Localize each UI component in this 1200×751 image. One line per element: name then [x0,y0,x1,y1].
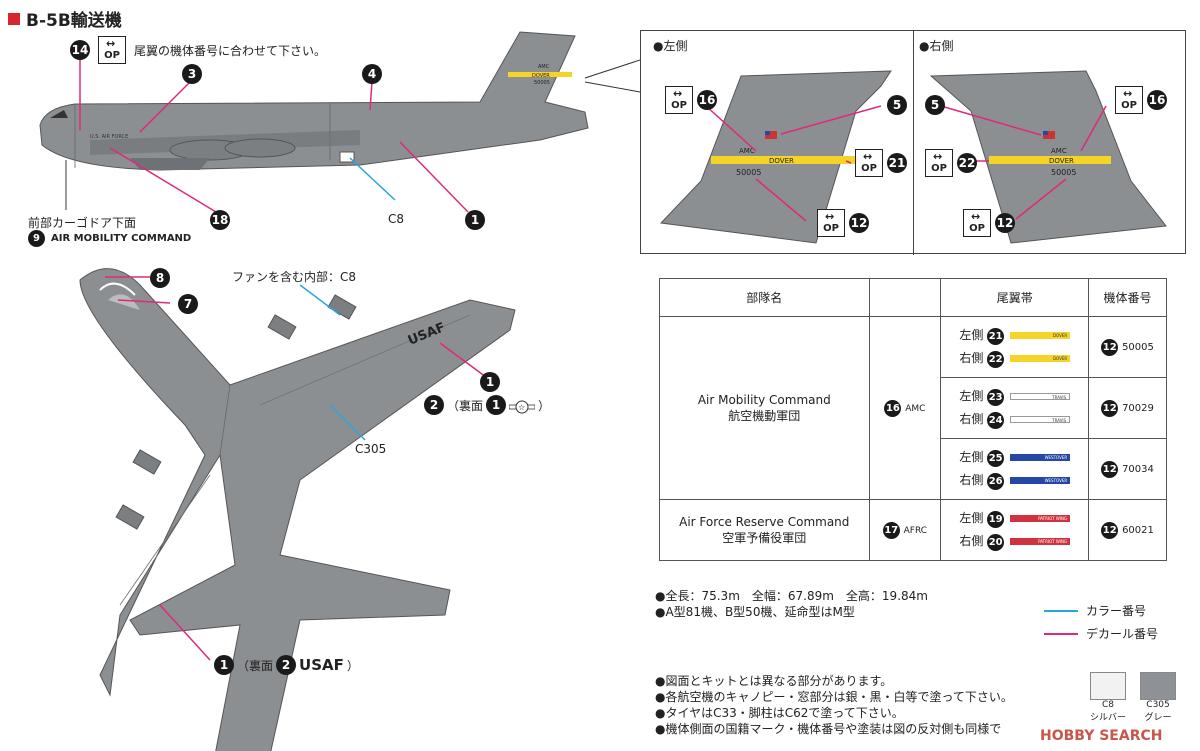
serial-row-2: 12 70029 [1088,377,1167,439]
color-swatches: C8 シルバー C305 グレー [1090,672,1177,723]
op-icon: OP [1115,86,1143,114]
note-1: ●図面とキットとは異なる部分があります。 [655,674,893,688]
callout-2-ref: 2 [276,655,297,675]
unit-afrc: Air Force Reserve Command 空軍予備役軍団 [659,499,870,561]
callout-7: 7 [178,294,198,314]
callout-4: 4 [362,64,382,84]
svg-text:DOVER: DOVER [1049,157,1074,165]
op-icon: OP [925,149,953,177]
c305-label: C305 [355,442,387,456]
note-2: ●各航空機のキャノピー・窓部分は銀・黒・白等で塗って下さい。 [655,690,1013,704]
op-icon: OP [855,149,883,177]
svg-text:AMC: AMC [739,147,755,155]
tail-left-16: OP 16 [665,86,717,114]
unit-afrc-code: 17 AFRC [868,499,942,561]
header-unit: 部隊名 [659,278,870,317]
side-body-text: U.S. AIR FORCE [90,134,128,140]
tail-left-5: 5 [887,95,907,115]
title-text: B-5B輸送機 [26,11,122,31]
tail-right-12: OP 12 [963,209,1015,237]
tail-panel-divider [913,31,914,255]
svg-text:DOVER: DOVER [769,157,794,165]
tail-serial-note-text: 尾翼の機体番号に合わせて下さい。 [134,43,327,58]
tail-right-5: 5 [925,95,945,115]
legend-color: カラー番号 [1044,602,1146,619]
close-paren-2: ） [538,398,551,413]
callout-1: 1 [465,210,485,230]
swatch-c305: C305 グレー [1140,672,1177,723]
note-3: ●タイヤはC33・脚柱はC62で塗って下さい。 [655,706,904,720]
callout-8: 8 [150,268,170,288]
side-tail-serial: 50005 [534,80,550,86]
svg-text:☆: ☆ [518,403,525,412]
callout-1-top: 1 [480,372,500,392]
tail-left-21: OP 21 [855,149,907,177]
serial-row-1: 12 50005 [1088,316,1167,378]
underside-usaf-text: USAF [299,656,344,674]
op-icon: OP [98,36,126,64]
tail-left-label: ●左側 [653,39,688,53]
unit-amc: Air Mobility Command 航空機動軍団 [659,316,870,500]
callout-1-bottom: 1 [214,655,234,675]
op-icon: OP [817,209,845,237]
spec-line-2: ●A型81機、B型50機、延命型はM型 [655,605,855,619]
underside-note-1-text: （裏面 [237,658,274,673]
svg-text:50005: 50005 [736,168,761,177]
unit-amc-code: 16 AMC [868,316,942,500]
underside-note-1: 1 （裏面 2 USAF ） [214,655,359,675]
top-view-diagram: USAF [79,268,516,751]
title-marker [8,12,20,25]
legend-color-line [1044,609,1078,612]
callout-18: 18 [210,210,230,230]
tail-serial-note: 14 OP 尾翼の機体番号に合わせて下さい。 [70,36,326,64]
tail-right-22: OP 22 [925,149,977,177]
svg-text:AMC: AMC [1051,147,1067,155]
legend-decal-line [1044,632,1078,635]
watermark: HOBBY SEARCH [1040,728,1163,744]
side-tail-dover: DOVER [532,73,550,79]
underside-note-2: 2 （裏面 1 ☆ ） [424,395,550,415]
underside-note-2-text: （裏面 [447,398,484,413]
cargo-door-label: 前部カーゴドア下面 [28,216,137,230]
header-blank [868,278,942,317]
close-paren-1: ） [346,658,359,673]
spec-line-1: ●全長：75.3m 全幅：67.89m 全高：19.84m [655,589,928,603]
fan-color-label: ファンを含む内部：C8 [232,270,357,284]
op-icon: OP [963,209,991,237]
color-c8-label: C8 [388,212,405,226]
tail-right-label: ●右側 [919,39,954,53]
serial-row-3: 12 70034 [1088,438,1167,500]
header-tail-stripe: 尾翼帯 [940,278,1090,317]
callout-9: 9 [28,230,45,247]
unit-table: 部隊名 尾翼帯 機体番号 Air Mobility Command 航空機動軍団… [659,278,1167,561]
legend-decal: デカール番号 [1044,625,1158,642]
roundel-icon: ☆ [508,399,536,414]
side-tail-amc: AMC [538,64,550,70]
page-title: B-5B輸送機 [8,6,122,31]
tail-detail-panel: ●左側 ●右側 DOVER AMC 50005 DOVER AMC 50005 … [640,30,1186,255]
cargo-door-decal: 9 AIR MOBILITY COMMAND [28,230,191,247]
cargo-door-decal-text: AIR MOBILITY COMMAND [51,233,192,244]
note-4: ●機体側面の国籍マーク・機体番号や塗装は図の反対側も同様で [655,722,1002,736]
op-icon: OP [665,86,693,114]
callout-3: 3 [182,64,202,84]
callout-1-ref: 1 [486,395,507,415]
serial-row-4: 12 60021 [1088,499,1167,561]
notes: ●図面とキットとは異なる部分があります。 ●各航空機のキャノピー・窓部分は銀・黒… [655,673,1013,737]
side-view-diagram: AMC DOVER 50005 U.S. AIR FORCE [39,31,640,213]
swatch-c8: C8 シルバー [1090,672,1126,723]
tail-fin-drawings: DOVER AMC 50005 DOVER AMC 50005 [659,70,1167,244]
callout-2: 2 [424,395,444,415]
header-serial: 機体番号 [1088,278,1167,317]
callout-14: 14 [70,40,90,60]
tail-right-16: OP 16 [1115,86,1167,114]
svg-text:50005: 50005 [1051,168,1076,177]
tail-left-12: OP 12 [817,209,869,237]
